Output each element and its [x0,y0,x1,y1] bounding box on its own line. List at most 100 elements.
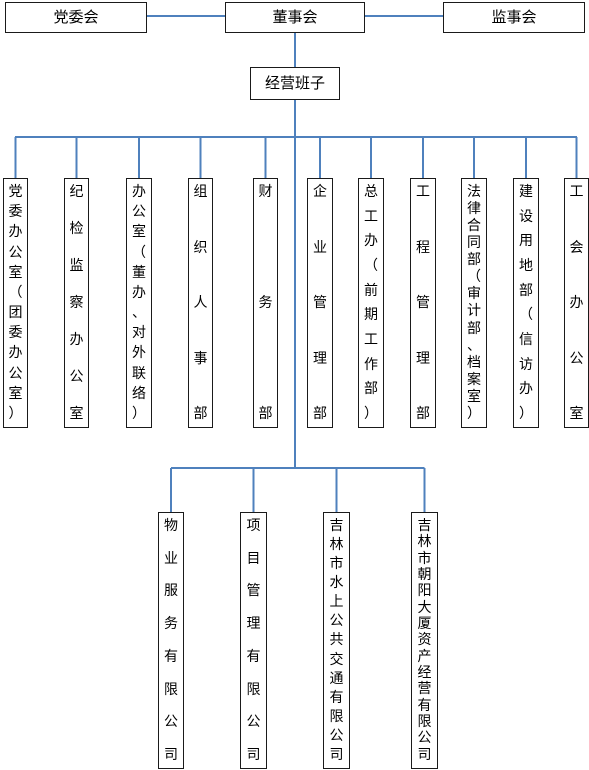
department-char: 、 [467,337,481,354]
department-label: 办公室（董办、对外联络） [131,179,147,427]
department-char: 信 [519,331,533,348]
department-char: 对 [132,325,146,342]
subsidiary-label: 项目管理有限公司 [246,513,262,768]
department-box: 纪检监察办公室 [64,178,89,428]
department-char: 部 [364,381,378,398]
subsidiary-char: 司 [417,746,432,763]
department-char: 审 [467,286,481,303]
subsidiary-char: 朝 [417,567,432,584]
department-label: 企业管理部 [312,179,328,427]
department-char: 建 [519,184,533,200]
department-char: （ [8,284,23,301]
department-char: 理 [313,350,327,367]
subsidiary-char: 司 [329,746,344,763]
department-char: 总 [364,184,378,200]
department-box: 党委办公室（团委办公室） [3,178,28,428]
subsidiary-char: 理 [246,616,261,633]
department-char: 委 [8,325,23,342]
department-char: ） [467,405,481,422]
subsidiary-box: 吉林市朝阳大厦资产经营有限公司 [411,512,438,769]
department-char: 室 [569,406,584,422]
department-char: 作 [364,356,378,373]
subsidiary-char: 经 [417,665,432,682]
department-char: 络 [132,385,146,402]
department-char: 工 [364,208,378,225]
department-char: 团 [8,305,23,322]
subsidiary-char: 有 [329,689,344,706]
department-char: 公 [8,365,23,382]
subsidiary-char: 公 [329,613,344,630]
department-box: 建设用地部（信访办） [513,178,539,428]
department-char: 工 [569,184,584,200]
department-char: 工 [364,331,378,348]
department-label: 纪检监察办公室 [69,179,85,427]
department-box: 组织人事部 [188,178,213,428]
subsidiary-box: 项目管理有限公司 [240,512,267,769]
department-box: 财务部 [253,178,278,428]
department-char: 公 [569,350,584,367]
department-char: 联 [132,365,146,382]
department-char: 办 [569,295,584,311]
department-char: 计 [467,303,481,320]
department-char: 室 [132,224,146,241]
subsidiary-char: 有 [246,648,261,665]
subsidiary-char: 有 [417,697,432,714]
board-of-directors-box: 董事会 [225,2,365,33]
department-box: 企业管理部 [307,178,333,428]
department-char: 室 [8,385,23,402]
department-label: 党委办公室（团委办公室） [8,179,24,427]
department-char: 公 [8,244,23,261]
department-char: 室 [8,264,23,281]
subsidiary-label: 吉林市水上公共交通有限公司 [329,513,345,768]
department-char: 察 [69,295,84,311]
department-char: 办 [364,233,378,250]
subsidiary-char: 市 [329,556,344,573]
department-char: 期 [364,307,378,324]
subsidiary-char: 业 [164,550,178,567]
subsidiary-char: 公 [417,730,432,747]
department-char: 办 [519,381,533,398]
department-char: ） [519,405,533,422]
department-char: 部 [313,406,327,422]
department-char: 检 [69,221,84,237]
subsidiary-char: 公 [246,714,261,731]
department-label: 法律合同部（审计部、档案室） [466,179,482,427]
subsidiary-char: 产 [417,648,432,665]
subsidiary-char: 管 [246,583,261,600]
department-char: 董 [132,264,146,281]
department-char: （ [467,269,481,286]
department-char: 工 [416,184,430,200]
department-char: 织 [193,239,208,256]
subsidiary-char: 上 [329,594,344,611]
department-char: 部 [193,406,208,422]
department-char: 部 [416,406,430,422]
department-char: 律 [467,201,481,218]
subsidiary-char: 限 [329,708,344,725]
subsidiary-box: 吉林市水上公共交通有限公司 [323,512,350,769]
subsidiary-char: 限 [164,681,178,698]
department-char: （ [364,257,378,274]
department-char: 管 [416,295,430,311]
subsidiary-char: 物 [164,518,178,534]
department-box: 工会办公室 [564,178,589,428]
department-box: 工程管理部 [410,178,436,428]
subsidiary-label: 物业服务有限公司 [163,513,179,768]
subsidiary-char: 林 [329,537,344,554]
department-char: 外 [132,345,146,362]
department-char: 法 [467,184,481,200]
subsidiary-label: 吉林市朝阳大厦资产经营有限公司 [417,513,433,768]
board-of-directors-label: 董事会 [272,8,318,26]
subsidiary-char: 水 [329,575,344,592]
department-char: ） [8,405,23,422]
department-char: 监 [69,258,84,274]
party-committee-label: 党委会 [53,8,99,26]
department-char: 公 [132,204,146,221]
department-char: 办 [8,345,23,362]
subsidiary-char: 服 [164,583,178,600]
department-label: 组织人事部 [193,179,209,427]
department-label: 总工办（前期工作部） [363,179,379,427]
department-label: 工程管理部 [415,179,431,427]
subsidiary-char: 共 [329,632,344,649]
subsidiary-char: 林 [417,534,432,551]
department-char: 办 [69,332,84,348]
